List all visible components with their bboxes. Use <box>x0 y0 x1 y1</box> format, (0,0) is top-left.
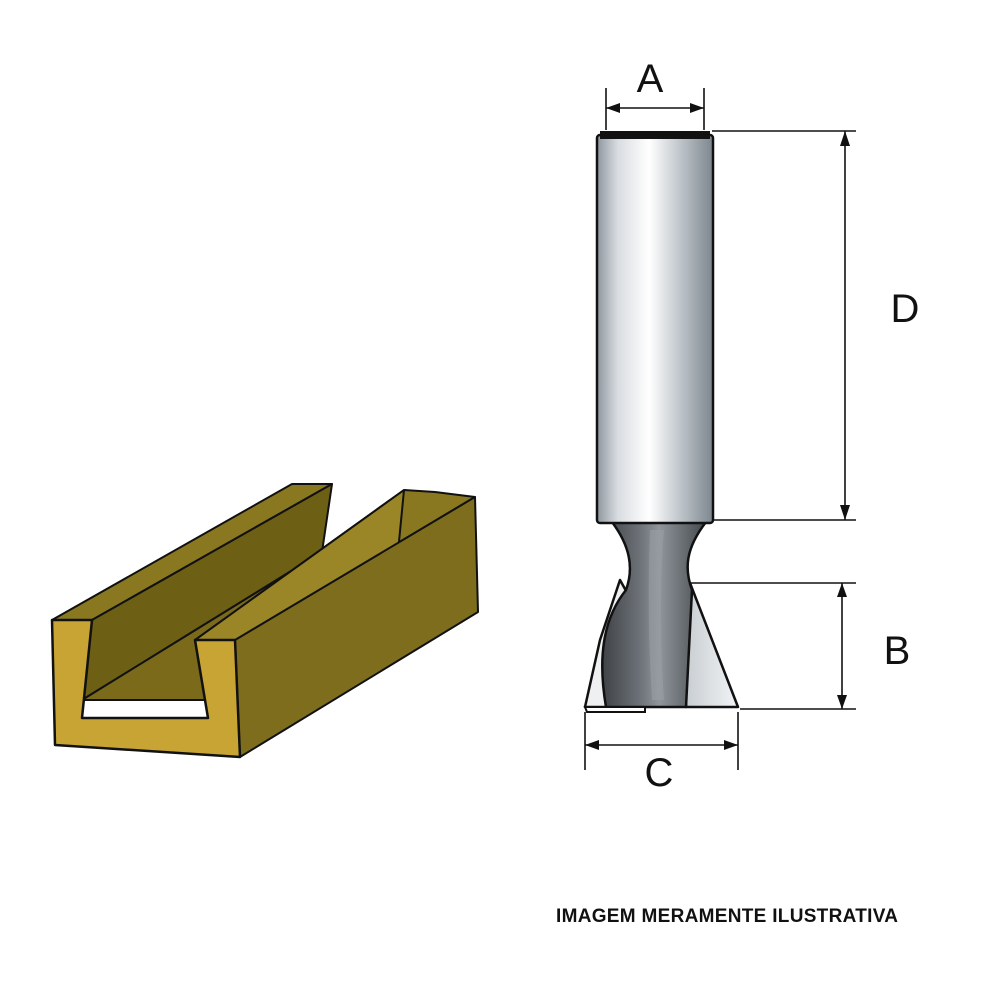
dimension-c <box>584 712 739 770</box>
cutter-right-wing <box>684 581 740 709</box>
wood-workpiece <box>50 483 479 759</box>
dimension-label-d: D <box>891 287 920 331</box>
dimension-b <box>690 582 856 710</box>
dimension-label-a: A <box>637 57 664 101</box>
cutter-neck-highlight <box>648 530 664 700</box>
wood-front-face <box>50 618 242 759</box>
router-bit <box>583 131 740 713</box>
shank-top-cap <box>600 131 710 139</box>
dimension-a <box>605 88 705 130</box>
cutter-base <box>583 706 646 713</box>
illustrative-image-caption: IMAGEM MERAMENTE ILUSTRATIVA <box>556 906 899 927</box>
shank <box>595 133 715 525</box>
dimension-label-b: B <box>884 629 911 673</box>
dimension-label-c: C <box>645 751 674 795</box>
dimension-d <box>712 130 856 521</box>
